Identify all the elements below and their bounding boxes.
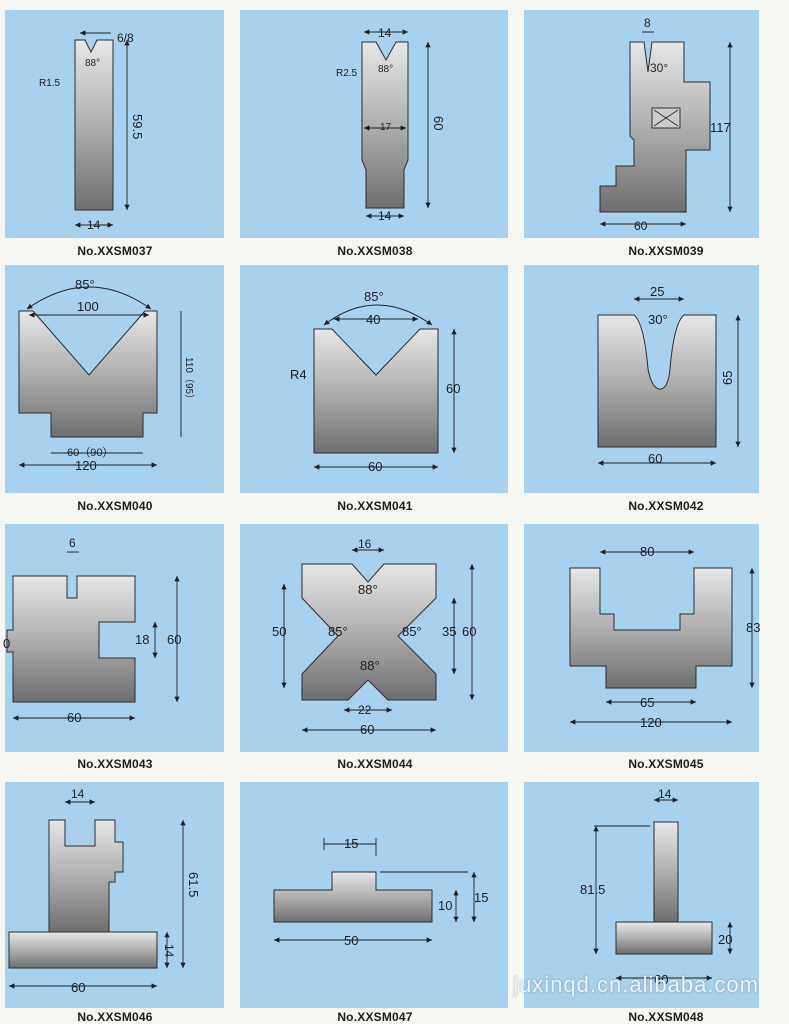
item-code-xxsm044: No.XXSM044 — [337, 757, 413, 771]
dim-base: 65 — [640, 695, 654, 710]
die-panel-xxsm039: 8 30° 117 60 — [524, 10, 759, 238]
dim-angle-bottom: 88° — [360, 658, 380, 673]
dim-angle: 88° — [85, 58, 100, 69]
dim-base: 60（90） — [67, 446, 113, 459]
dim-bottom: 22 — [358, 703, 372, 717]
dim-base-height: 20 — [718, 932, 732, 947]
die-profile-xxsm047 — [273, 871, 433, 923]
die-profile-xxsm044 — [301, 563, 437, 701]
die-panel-xxsm042: 25 30° 65 60 — [524, 265, 759, 493]
die-profile-xxsm041 — [313, 328, 439, 454]
dim-radius: R4 — [290, 367, 307, 382]
die-profile-xxsm038 — [361, 41, 409, 209]
die-panel-xxsm040: 85° 100 110（95） 60（90） 120 — [5, 265, 224, 493]
dim-width: 60 — [360, 722, 374, 737]
dim-angle-left: 85° — [328, 624, 348, 639]
dim-radius: R2.5 — [336, 68, 358, 79]
dim-opening: 80 — [640, 544, 654, 559]
dim-height: 65 — [720, 371, 735, 385]
dim-side: 0 — [3, 636, 10, 651]
dim-angle: 85° — [364, 289, 384, 304]
dim-angle: 30° — [648, 312, 668, 327]
item-code-xxsm041: No.XXSM041 — [337, 499, 413, 513]
dim-height: 60 — [167, 632, 181, 647]
dim-height: 81.5 — [580, 882, 605, 897]
die-panel-xxsm048: 14 81.5 20 60 — [524, 782, 759, 1008]
item-code-xxsm043: No.XXSM043 — [77, 757, 153, 771]
watermark: juxinqd.cn.alibaba.com — [513, 972, 759, 997]
die-profile-xxsm045 — [569, 567, 733, 689]
dim-base-height: 14 — [162, 944, 176, 958]
item-code-xxsm040: No.XXSM040 — [77, 499, 153, 513]
dim-opening: 40 — [366, 312, 380, 327]
dim-top-opening: 6/8 — [117, 31, 134, 45]
die-panel-xxsm041: 85° 40 R4 60 60 — [240, 265, 508, 493]
dim-left: 50 — [272, 624, 286, 639]
die-profile-xxsm042 — [597, 314, 717, 448]
dim-height: 83 — [746, 620, 760, 635]
die-profile-xxsm037 — [74, 39, 114, 211]
dim-mid: 35 — [442, 624, 456, 639]
die-profile-xxsm040 — [18, 310, 158, 438]
dim-top: 14 — [658, 787, 672, 801]
dim-top-width: 14 — [378, 26, 392, 40]
dim-width: 60 — [654, 972, 668, 987]
dim-width: 60 — [67, 710, 81, 725]
dim-angle: 88° — [378, 64, 393, 75]
dim-width: 60 — [368, 459, 382, 474]
die-panel-xxsm038: 14 88° R2.5 17 60 14 — [240, 10, 508, 238]
dim-width: 60 — [71, 980, 85, 995]
dim-opening: 8 — [644, 16, 651, 30]
item-code-xxsm042: No.XXSM042 — [628, 499, 704, 513]
item-code-xxsm048: No.XXSM048 — [628, 1010, 704, 1024]
dim-height: 15 — [474, 890, 488, 905]
dim-tongue: 18 — [135, 632, 149, 647]
die-profile-xxsm046 — [48, 819, 124, 933]
die-panel-xxsm045: 80 83 65 120 — [524, 524, 760, 752]
dim-top: 14 — [71, 787, 85, 801]
dim-height: 60 — [431, 116, 446, 130]
dim-width: 120 — [75, 458, 97, 473]
dim-top: 16 — [358, 537, 372, 551]
item-code-xxsm045: No.XXSM045 — [628, 757, 704, 771]
die-panel-xxsm047: 15 10 15 50 — [240, 782, 508, 1008]
die-panel-xxsm043: 6 18 60 0 60 — [3, 524, 224, 752]
die-panel-xxsm044: 16 88° 85° 85° 88° 50 35 60 22 60 — [240, 524, 508, 752]
die-panel-xxsm046: 14 61.5 14 60 — [5, 782, 224, 1008]
dim-height: 110（95） — [183, 357, 195, 404]
item-code-xxsm037: No.XXSM037 — [77, 244, 153, 258]
dim-opening: 25 — [650, 284, 664, 299]
dim-slot: 6 — [69, 536, 76, 550]
die-panel-xxsm037: 6/8 88° R1.5 59.5 14 — [5, 10, 224, 238]
dim-height: 59.5 — [130, 114, 145, 139]
dim-opening: 100 — [77, 299, 99, 314]
die-profile-xxsm043 — [6, 575, 136, 703]
dim-thickness: 10 — [438, 898, 452, 913]
dim-width: 50 — [344, 933, 358, 948]
dim-angle: 85° — [75, 277, 95, 292]
dim-angle-top: 88° — [358, 582, 378, 597]
item-code-xxsm047: No.XXSM047 — [337, 1010, 413, 1024]
die-base-xxsm048 — [615, 921, 713, 955]
dim-angle: 30° — [650, 61, 668, 75]
dim-height: 61.5 — [186, 872, 201, 897]
item-code-xxsm046: No.XXSM046 — [77, 1010, 153, 1024]
item-code-xxsm039: No.XXSM039 — [628, 244, 704, 258]
item-code-xxsm038: No.XXSM038 — [337, 244, 413, 258]
dim-top: 15 — [344, 836, 358, 851]
dim-angle-right: 85° — [402, 624, 422, 639]
dim-width: 60 — [648, 451, 662, 466]
dim-mid-width: 17 — [380, 122, 392, 133]
dim-height: 60 — [446, 381, 460, 396]
die-base-xxsm046 — [8, 931, 158, 969]
dim-width: 60 — [634, 219, 648, 233]
dim-radius: R1.5 — [39, 78, 61, 89]
die-stem-xxsm048 — [653, 821, 679, 923]
dim-width: 120 — [640, 715, 662, 730]
dim-width: 14 — [87, 218, 101, 232]
dim-base-width: 14 — [378, 209, 392, 223]
dim-height: 117 — [710, 120, 731, 135]
dim-right: 60 — [462, 624, 476, 639]
